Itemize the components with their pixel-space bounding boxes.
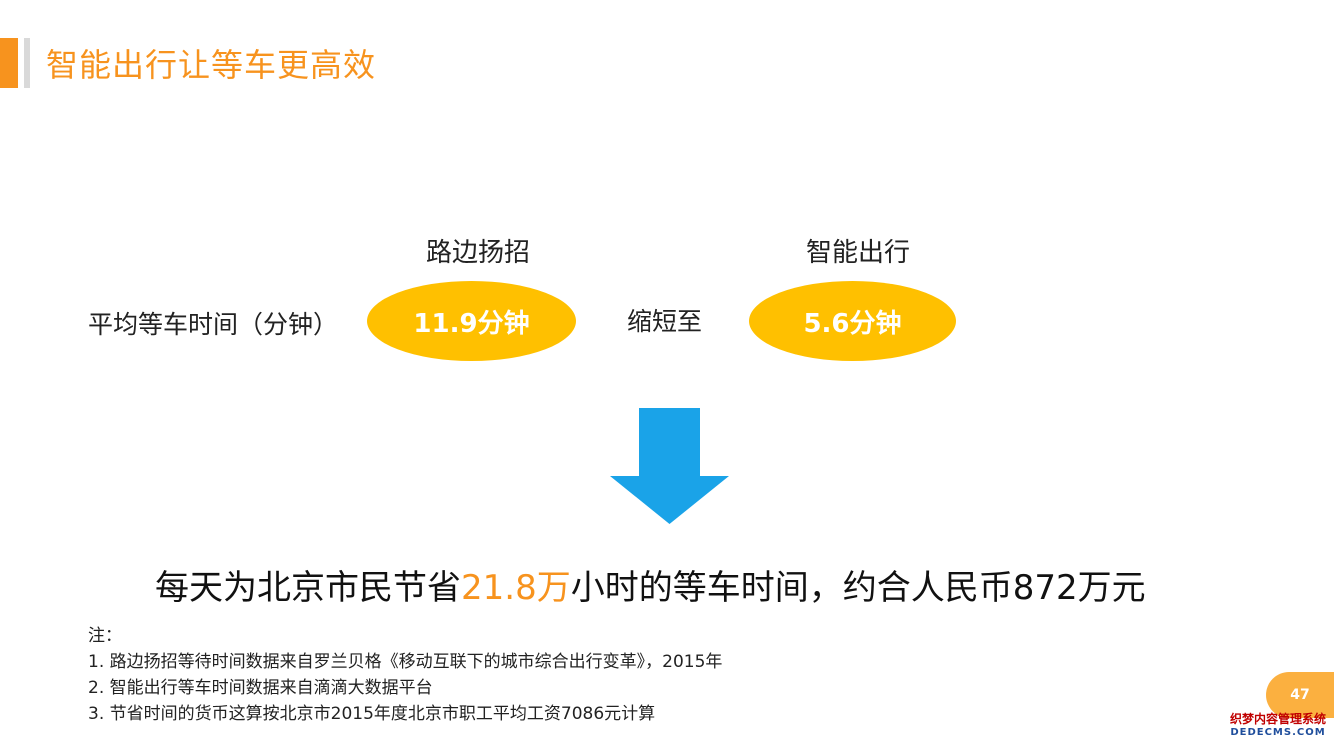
row-label-average-wait: 平均等车时间（分钟） (88, 310, 339, 339)
title-divider-bar (24, 38, 30, 88)
footnotes: 注： 1. 路边扬招等待时间数据来自罗兰贝格《移动互联下的城市综合出行变革》，2… (88, 623, 722, 727)
watermark-line1: 织梦内容管理系统 (1229, 712, 1326, 726)
value-street-hail: 11.9分钟 (413, 308, 530, 339)
headline-prefix: 每天为北京市民节省 (155, 568, 461, 608)
footnote-item: 2. 智能出行等车时间数据来自滴滴大数据平台 (88, 678, 433, 698)
page-number: 47 (1290, 687, 1310, 703)
value-ellipse-street-hail: 11.9分钟 (367, 281, 576, 361)
connector-label: 缩短至 (627, 307, 703, 336)
column-label-smart-travel: 智能出行 (806, 238, 911, 268)
footnote-item: 1. 路边扬招等待时间数据来自罗兰贝格《移动互联下的城市综合出行变革》，2015… (88, 652, 723, 672)
value-smart-travel: 5.6分钟 (803, 308, 902, 339)
down-arrow-icon (610, 408, 729, 524)
footnote-item: 3. 节省时间的货币这算按北京市2015年度北京市职工平均工资7086元计算 (88, 704, 656, 724)
footnotes-heading: 注： (88, 626, 122, 646)
headline-suffix: 小时的等车时间，约合人民币872万元 (570, 568, 1146, 608)
headline-statement: 每天为北京市民节省21.8万小时的等车时间，约合人民币872万元 (155, 560, 1146, 609)
column-label-street-hail: 路边扬招 (426, 238, 531, 268)
title-accent-bar (0, 38, 18, 88)
value-ellipse-smart-travel: 5.6分钟 (749, 281, 956, 361)
page-number-badge: 47 (1266, 672, 1334, 718)
headline-highlight: 21.8万 (461, 568, 571, 608)
page-title: 智能出行让等车更高效 (46, 46, 377, 84)
watermark-line2: DEDECMS.COM (1230, 727, 1326, 738)
watermark-logo: 织梦内容管理系统 DEDECMS.COM (1222, 712, 1334, 740)
